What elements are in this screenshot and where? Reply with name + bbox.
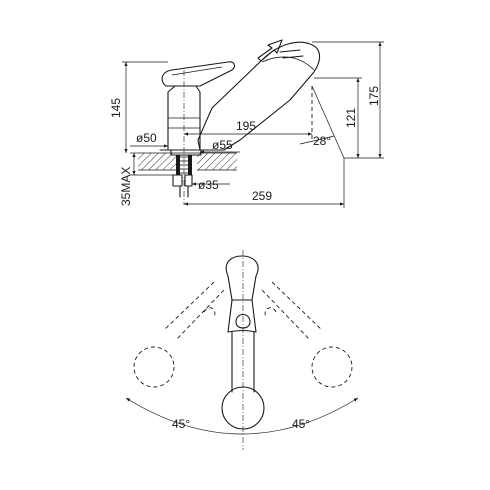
faucet-handle [161,61,236,87]
label-diameter-55: ø55 [212,138,233,152]
top-view: 45° 45° [125,250,359,450]
label-swivel-left: 45° [172,417,190,431]
spout-left-position [133,281,225,388]
label-mount-max: 35MAX [119,167,133,206]
label-diameter-35: ø35 [198,178,219,192]
dim-diameter-35: ø35 [192,178,230,192]
label-reach-195: 195 [236,119,256,133]
dim-diameter-50: ø50 [130,131,168,148]
label-height-175: 175 [367,86,381,106]
dim-height-121: 121 [314,77,362,158]
label-height-121: 121 [344,108,358,128]
label-diameter-50: ø50 [136,131,157,145]
label-length-259: 259 [252,189,272,203]
dim-reach-195: 195 [184,119,312,136]
spray-angle [299,85,345,159]
label-angle-28: 28° [313,134,331,148]
pull-out-arrow-icon [257,39,283,62]
dim-diameter-55: ø55 [200,138,240,154]
mounting-shank [170,149,202,198]
label-swivel-right: 45° [292,417,310,431]
dim-length-259: 259 [184,158,345,208]
side-view: 145 175 121 195 28° ø50 [109,39,384,208]
dim-mount-max: 35MAX [119,152,173,206]
dim-height-145: 145 [109,61,168,153]
faucet-top-body [225,255,259,333]
dim-height-175: 175 [312,41,384,159]
label-height-145: 145 [109,98,123,118]
countertop-section [138,152,237,171]
swivel-arc [125,397,359,435]
spout-right-position [261,281,353,388]
